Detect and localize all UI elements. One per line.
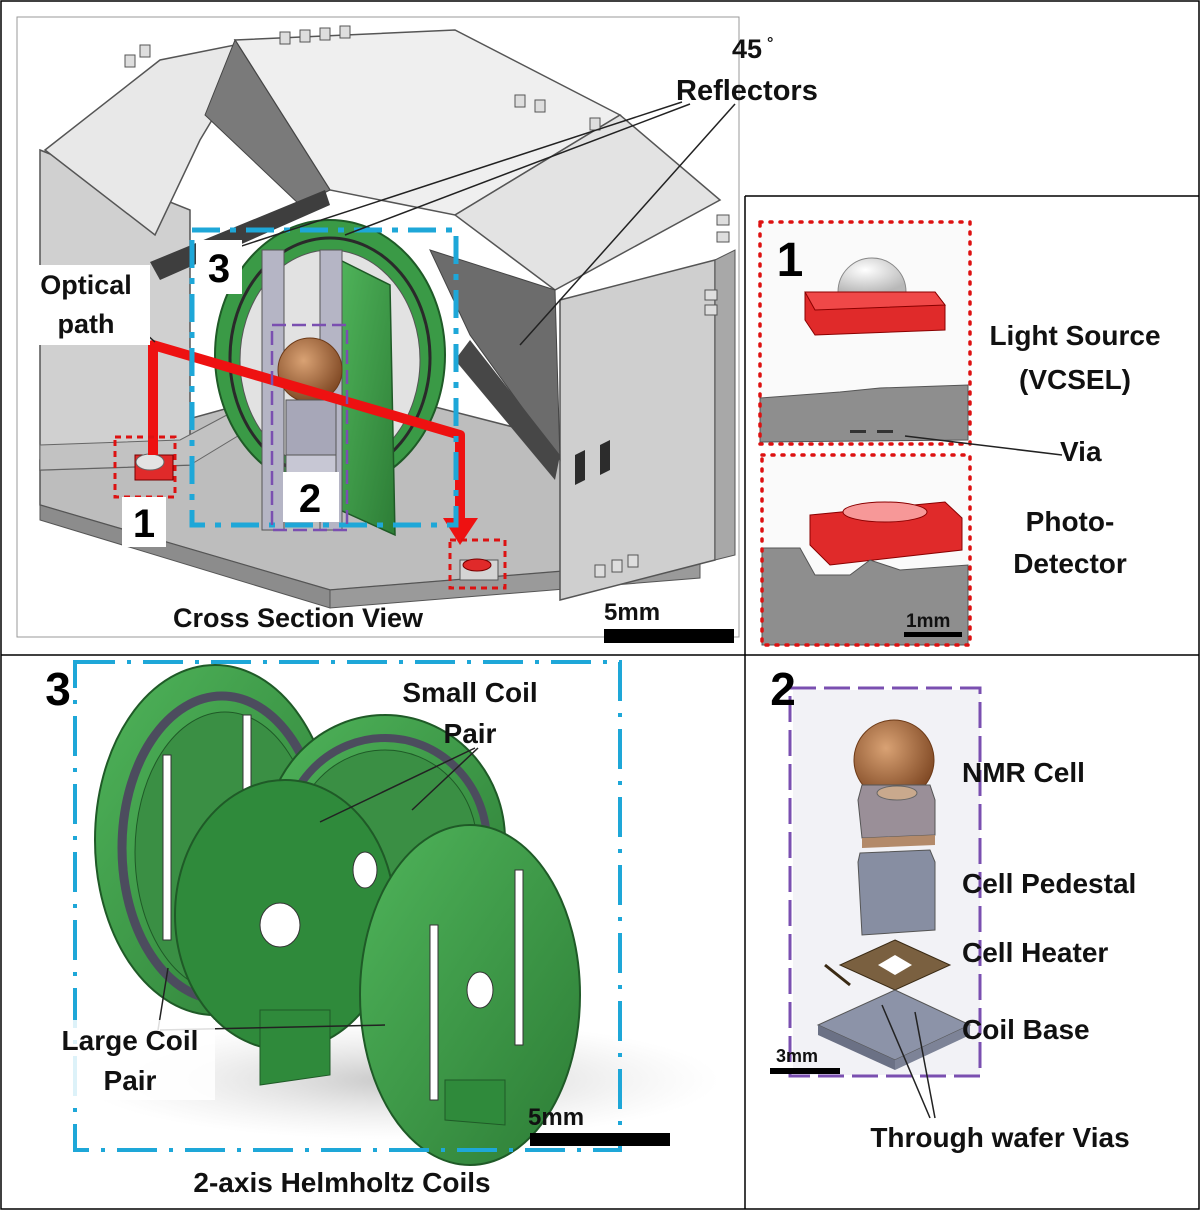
- panel-1-number: 1: [777, 234, 804, 287]
- callout-box-1b: [448, 538, 507, 590]
- photodetector-label-line1: Photo-: [1026, 506, 1115, 537]
- light-source-label-line1: Light Source: [989, 320, 1160, 351]
- photodetector-label-line2: Detector: [1013, 548, 1127, 579]
- light-source-label-line2: (VCSEL): [1019, 364, 1131, 395]
- optical-path-label-line2: path: [58, 309, 115, 339]
- panel-3-scale-label: 5mm: [528, 1104, 584, 1131]
- panel-3-illustration: [80, 664, 720, 1166]
- panel-1-illustration: [759, 222, 970, 646]
- helmholtz-title: 2-axis Helmholtz Coils: [193, 1167, 490, 1198]
- callout-number-3-bg: [196, 240, 242, 294]
- optical-path-beam: [148, 340, 465, 520]
- panel-2-number: 2: [770, 663, 796, 715]
- optical-path-label-line1: Optical: [40, 270, 132, 300]
- large-coil-label-bg: [45, 1020, 215, 1100]
- large-coil-label-line1: Large Coil: [62, 1025, 199, 1056]
- panel-2-outline: [788, 686, 982, 1078]
- cell-heater-label: Cell Heater: [962, 937, 1108, 968]
- panel-2-scale-label: 3mm: [776, 1046, 818, 1066]
- panel-3-number: 3: [45, 663, 71, 715]
- panel-2-illustration: [793, 690, 980, 1075]
- callout-box-3: [189, 227, 459, 528]
- panel-3-leader-lines: [157, 747, 479, 1031]
- callout-number-1: 1: [133, 502, 155, 546]
- panel-1-scale-bar: [904, 632, 962, 637]
- cross-section-title: Cross Section View: [173, 603, 424, 633]
- panel-1-outline-top: [758, 220, 972, 647]
- small-coil-label-line1: Small Coil: [402, 677, 537, 708]
- panel-2-scale-bar: [770, 1068, 840, 1074]
- panel-1-scale-label: 1mm: [906, 611, 950, 632]
- cell-pedestal-label: Cell Pedestal: [962, 868, 1136, 899]
- callout-number-2-bg: [283, 472, 339, 522]
- via-label: Via: [1060, 436, 1102, 467]
- callout-number-2: 2: [299, 477, 321, 521]
- through-vias-label: Through wafer Vias: [870, 1122, 1129, 1153]
- coil-base-label: Coil Base: [962, 1014, 1090, 1045]
- callout-box-1: [113, 435, 177, 499]
- main-scale-label: 5mm: [604, 599, 660, 626]
- callout-number-3: 3: [208, 247, 230, 291]
- panel-3-scale-bar: [530, 1133, 670, 1146]
- nmr-cell-label: NMR Cell: [962, 757, 1085, 788]
- via-leader-line: [904, 435, 1063, 456]
- panel-3-outline: [73, 660, 622, 1152]
- through-vias-leader-lines: [881, 1004, 936, 1119]
- reflectors-angle-label: 45°: [732, 34, 773, 64]
- small-coil-label-line2: Pair: [444, 718, 497, 749]
- large-coil-label-line2: Pair: [104, 1065, 157, 1096]
- optical-path-label-bg: [23, 265, 150, 345]
- reflectors-label: Reflectors: [676, 75, 818, 107]
- main-scale-bar: [604, 629, 734, 643]
- reflector-leader-lines: [204, 101, 736, 346]
- callout-number-1-bg: [122, 497, 166, 547]
